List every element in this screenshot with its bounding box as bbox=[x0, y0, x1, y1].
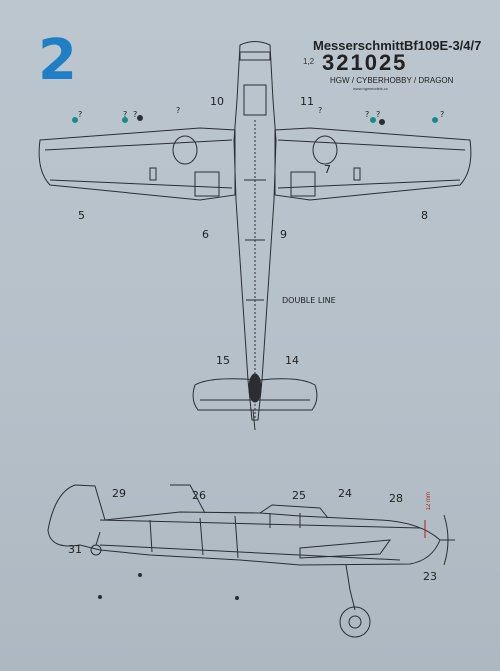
side-view-fuselage bbox=[47, 484, 455, 638]
callout-5: 5 bbox=[78, 209, 85, 222]
callout-26: 26 bbox=[192, 489, 206, 502]
question-mark: ? bbox=[376, 110, 381, 119]
brand-url: www.hgwmodels.cz bbox=[353, 86, 388, 91]
callout-25: 25 bbox=[292, 489, 306, 502]
question-mark: ? bbox=[176, 106, 181, 115]
callout-23: 23 bbox=[423, 570, 437, 583]
scale-label: 1,2 bbox=[303, 57, 315, 66]
callout-6: 6 bbox=[202, 228, 209, 241]
question-mark: ? bbox=[440, 110, 445, 119]
brand-line: HGW / CYBERHOBBY / DRAGON bbox=[330, 76, 454, 85]
top-view-wings bbox=[38, 127, 472, 201]
question-mark: ? bbox=[318, 106, 323, 115]
question-mark: ? bbox=[123, 110, 128, 119]
top-view-fuselage bbox=[233, 41, 277, 421]
callout-10: 10 bbox=[210, 95, 224, 108]
callout-28: 28 bbox=[389, 492, 403, 505]
question-mark: ? bbox=[133, 110, 138, 119]
callout-29: 29 bbox=[112, 487, 126, 500]
color-markers bbox=[72, 117, 438, 123]
question-mark: ? bbox=[365, 110, 370, 119]
callout-7: 7 bbox=[324, 163, 331, 176]
catalog-number: 321025 bbox=[322, 50, 408, 75]
callout-8: 8 bbox=[421, 209, 428, 222]
black-markers bbox=[98, 115, 385, 600]
question-mark: ? bbox=[78, 110, 83, 119]
page-number: 2 bbox=[38, 28, 77, 93]
double-line-note: DOUBLE LINE bbox=[282, 296, 336, 305]
callout-9: 9 bbox=[280, 228, 287, 241]
callout-11: 11 bbox=[300, 95, 314, 108]
model-title: MesserschmittBf109E-3/4/7 bbox=[313, 38, 482, 53]
callout-31: 31 bbox=[68, 543, 82, 556]
callout-15: 15 bbox=[216, 354, 230, 367]
callout-24: 24 bbox=[338, 487, 352, 500]
callout-14: 14 bbox=[285, 354, 299, 367]
dimension-note: 12 mm bbox=[426, 492, 432, 511]
top-view-tailplane bbox=[192, 373, 318, 431]
